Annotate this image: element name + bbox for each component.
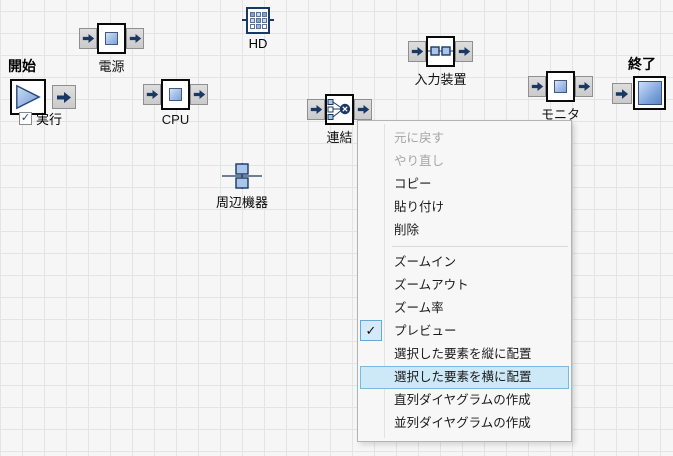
node-input-device[interactable]: 入力装置 xyxy=(408,36,473,87)
menu-item-copy[interactable]: コピー xyxy=(394,177,432,191)
input-body[interactable] xyxy=(426,36,455,67)
hd-right-tick xyxy=(270,19,274,21)
start-out-arrow-button[interactable] xyxy=(52,85,76,109)
link-body[interactable] xyxy=(325,94,354,125)
menu-item-create-serial-diagram[interactable]: 直列ダイヤグラムの作成 xyxy=(394,393,531,407)
arrow-icon xyxy=(193,90,205,99)
preview-check-indicator: ✓ xyxy=(360,320,382,341)
menu-item-zoom-in[interactable]: ズームイン xyxy=(394,255,457,269)
menu-item-arrange-horizontal[interactable]: 選択した要素を横に配置 xyxy=(360,366,569,389)
hd-memory-grid-icon xyxy=(249,12,267,29)
play-triangle-icon xyxy=(16,84,41,110)
hd-label: HD xyxy=(248,36,268,51)
monitor-label: モニタ xyxy=(540,107,580,122)
node-link[interactable]: 連結 xyxy=(307,94,372,145)
run-checkbox[interactable]: ✓ xyxy=(19,112,32,125)
end-square-icon xyxy=(637,81,662,105)
link-merge-icon xyxy=(327,99,351,120)
arrow-icon xyxy=(82,34,94,43)
menu-item-delete[interactable]: 削除 xyxy=(394,223,420,237)
context-menu: 元に戻す やり直し コピー 貼り付け 削除 ズームイン ズームアウト ズーム率 … xyxy=(357,120,572,442)
hd-left-tick xyxy=(242,19,246,21)
node-hd[interactable]: HD xyxy=(242,5,274,53)
input-device-icon xyxy=(428,46,453,56)
node-monitor[interactable]: モニタ xyxy=(528,71,593,122)
menu-item-redo: やり直し xyxy=(394,154,445,168)
menu-item-zoom-out[interactable]: ズームアウト xyxy=(394,278,469,292)
end-body[interactable] xyxy=(633,76,666,110)
menu-gutter-divider xyxy=(384,124,385,438)
end-in-arrow-button[interactable] xyxy=(612,83,632,104)
arrow-icon xyxy=(531,82,543,91)
menu-item-paste[interactable]: 貼り付け xyxy=(394,200,445,214)
node-cpu[interactable]: CPU xyxy=(143,79,208,127)
start-title: 開始 xyxy=(8,58,36,74)
node-power[interactable]: 電源 xyxy=(79,23,144,74)
input-out-arrow-button[interactable] xyxy=(455,41,473,62)
menu-separator xyxy=(392,246,568,247)
peripheral-label: 周辺機器 xyxy=(215,195,268,210)
monitor-out-arrow-button[interactable] xyxy=(575,76,593,97)
arrow-icon xyxy=(458,47,470,56)
cpu-out-arrow-button[interactable] xyxy=(190,84,208,105)
input-device-label: 入力装置 xyxy=(414,72,467,87)
arrow-icon xyxy=(411,47,423,56)
cpu-square-icon xyxy=(169,88,182,101)
hd-icon[interactable] xyxy=(246,7,270,34)
arrow-icon xyxy=(146,90,158,99)
end-title: 終了 xyxy=(628,56,656,72)
link-in-arrow-button[interactable] xyxy=(307,99,325,120)
power-label: 電源 xyxy=(98,59,125,74)
node-end[interactable]: 終了 xyxy=(612,54,670,114)
run-checkbox-label: 実行 xyxy=(36,112,63,127)
arrow-icon xyxy=(615,88,629,99)
cpu-label: CPU xyxy=(161,112,190,127)
monitor-square-icon xyxy=(554,80,567,93)
menu-item-arrange-vertical[interactable]: 選択した要素を縦に配置 xyxy=(394,347,532,361)
power-in-arrow-button[interactable] xyxy=(79,28,97,49)
node-start[interactable]: 開始 ✓ 実行 xyxy=(8,56,78,128)
node-peripheral[interactable]: 周辺機器 xyxy=(216,162,268,212)
menu-item-preview-label: プレビュー xyxy=(394,324,457,338)
input-in-arrow-button[interactable] xyxy=(408,41,426,62)
power-out-arrow-button[interactable] xyxy=(126,28,144,49)
menu-item-create-parallel-diagram[interactable]: 並列ダイヤグラムの作成 xyxy=(394,416,531,430)
power-body[interactable] xyxy=(97,23,126,54)
arrow-icon xyxy=(357,105,369,114)
arrow-icon xyxy=(578,82,590,91)
menu-item-preview[interactable]: ✓ プレビュー xyxy=(358,320,571,343)
link-label: 連結 xyxy=(326,130,353,145)
peripheral-icon xyxy=(222,163,262,189)
menu-item-zoom-rate[interactable]: ズーム率 xyxy=(394,301,444,315)
cpu-in-arrow-button[interactable] xyxy=(143,84,161,105)
arrow-icon xyxy=(57,91,71,103)
arrow-icon xyxy=(129,34,141,43)
power-square-icon xyxy=(105,32,118,45)
cpu-body[interactable] xyxy=(161,79,190,110)
monitor-body[interactable] xyxy=(546,71,575,102)
menu-item-undo: 元に戻す xyxy=(394,131,445,145)
monitor-in-arrow-button[interactable] xyxy=(528,76,546,97)
arrow-icon xyxy=(310,105,322,114)
link-out-arrow-button[interactable] xyxy=(354,99,372,120)
